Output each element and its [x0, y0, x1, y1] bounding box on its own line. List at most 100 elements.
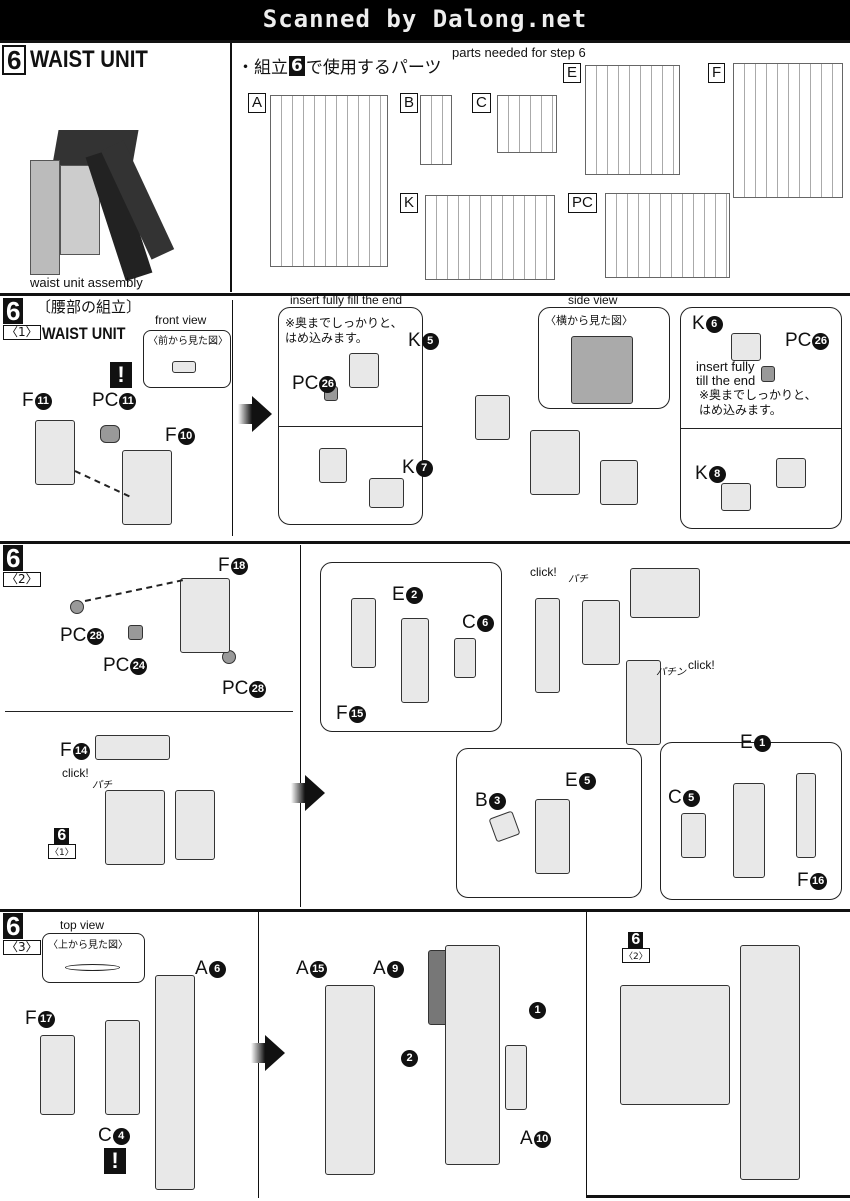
- runner-pc: [605, 193, 730, 278]
- armor-drawing: [535, 598, 560, 693]
- side-view-label: side view: [568, 293, 618, 307]
- part-a15-drawing: [325, 985, 375, 1175]
- runner-label-c: C: [472, 93, 491, 113]
- reference-step-badge: 6 〈2〉: [622, 931, 650, 963]
- waist-assembly-drawing: [620, 985, 730, 1105]
- part-f18-drawing: [180, 578, 230, 653]
- insert-fully-label: insert fully fill the end: [290, 293, 403, 307]
- leg-armor-drawing: [445, 945, 500, 1165]
- runner-label-a: A: [248, 93, 267, 113]
- armor-callout-right: [660, 742, 842, 900]
- waist-unit-assembly-image: [25, 130, 205, 282]
- runner-label-f: F: [708, 63, 726, 83]
- runner-label-k: K: [400, 193, 419, 213]
- runner-e: [585, 65, 680, 175]
- warning-icon: !: [110, 362, 132, 388]
- click-sound-jp-top: パチ: [568, 574, 588, 585]
- next-arrow-icon: [291, 775, 325, 811]
- part-c4-drawing: [105, 1020, 140, 1115]
- click-sound-jp: パチ: [92, 780, 112, 791]
- parts-heading-jp2: で使用するパーツ: [305, 58, 442, 78]
- armor-drawing-2: [582, 600, 620, 665]
- part-pc11-drawing: [100, 425, 120, 443]
- substep-number: 6: [3, 913, 24, 939]
- substep-1-section: [0, 293, 850, 541]
- click-label-top: click!: [530, 565, 557, 579]
- substep-title-jp: 〔腰部の組立〕: [36, 298, 142, 316]
- armor-drawing-3: [626, 660, 661, 745]
- warning-icon: !: [104, 1148, 126, 1174]
- substep-label: 〈1〉: [3, 325, 41, 340]
- waist-core-drawing: [105, 790, 165, 865]
- next-arrow-icon: [251, 1035, 285, 1071]
- substep-number: 6: [3, 545, 24, 571]
- top-view-jp: 〈上から見た図〉: [48, 940, 128, 951]
- part-k-drawing: [475, 395, 510, 440]
- skirt-armor-drawing: [740, 945, 800, 1180]
- front-view-label: front view: [155, 313, 207, 327]
- substep-label: 〈2〉: [3, 572, 41, 587]
- waist-core-drawing: [530, 430, 580, 495]
- order-marker-1: 1: [528, 1002, 546, 1020]
- runner-c: [497, 95, 557, 153]
- top-view-callout: 〈上から見た図〉: [42, 933, 145, 983]
- armor-callout-left: [456, 748, 642, 898]
- runner-f: [733, 63, 843, 198]
- waist-assembly-drawing: [630, 568, 700, 618]
- click-label: click!: [62, 766, 89, 780]
- part-f11-drawing: [35, 420, 75, 485]
- part-f10-drawing: [122, 450, 172, 525]
- parts-heading-jp: ・組立: [237, 58, 288, 78]
- runner-a: [270, 95, 388, 267]
- substep-2-section: [0, 541, 850, 910]
- click-sound-jp-right: パチン: [656, 667, 686, 678]
- step-title: 6 WAIST UNIT: [2, 45, 169, 75]
- part-f17-drawing: [40, 1035, 75, 1115]
- click-label-right: click!: [688, 658, 715, 672]
- insert-fully-label-right: insert fully till the end: [696, 359, 756, 388]
- step-number: 6: [2, 45, 27, 75]
- runner-label-pc: PC: [568, 193, 597, 213]
- order-marker-2: 2: [400, 1050, 418, 1068]
- part-right-drawing: [175, 790, 215, 860]
- parts-heading: ・組立 6 で使用するパーツ: [237, 53, 442, 78]
- reference-step-badge: 6 〈1〉: [48, 827, 76, 859]
- watermark-header: Scanned by Dalong.net: [0, 0, 850, 40]
- parts-overview-section: [0, 40, 850, 293]
- part-k-drawing-right: [600, 460, 638, 505]
- side-view-jp: 〈横から見た図〉: [545, 314, 633, 327]
- runner-label-b: B: [400, 93, 419, 113]
- part-a10-drawing: [505, 1045, 527, 1110]
- parts-heading-step: 6: [289, 55, 305, 76]
- insert-callout-right: insert fully till the end ※奥までしっかりと、 はめ込…: [680, 307, 842, 529]
- side-view-callout: 〈横から見た図〉: [538, 307, 670, 409]
- top-view-label: top view: [60, 918, 105, 932]
- part-f14-drawing: [95, 735, 170, 760]
- substep-label: 〈3〉: [3, 940, 41, 955]
- front-view-jp: 〈前から見た図〉: [148, 336, 228, 347]
- insert-note-jp-right: ※奥までしっかりと、 はめ込みます。: [699, 388, 817, 417]
- insert-note-jp: ※奥までしっかりと、 はめ込みます。: [285, 316, 403, 345]
- runner-label-e: E: [563, 63, 582, 83]
- substep-3-section: [0, 909, 850, 1201]
